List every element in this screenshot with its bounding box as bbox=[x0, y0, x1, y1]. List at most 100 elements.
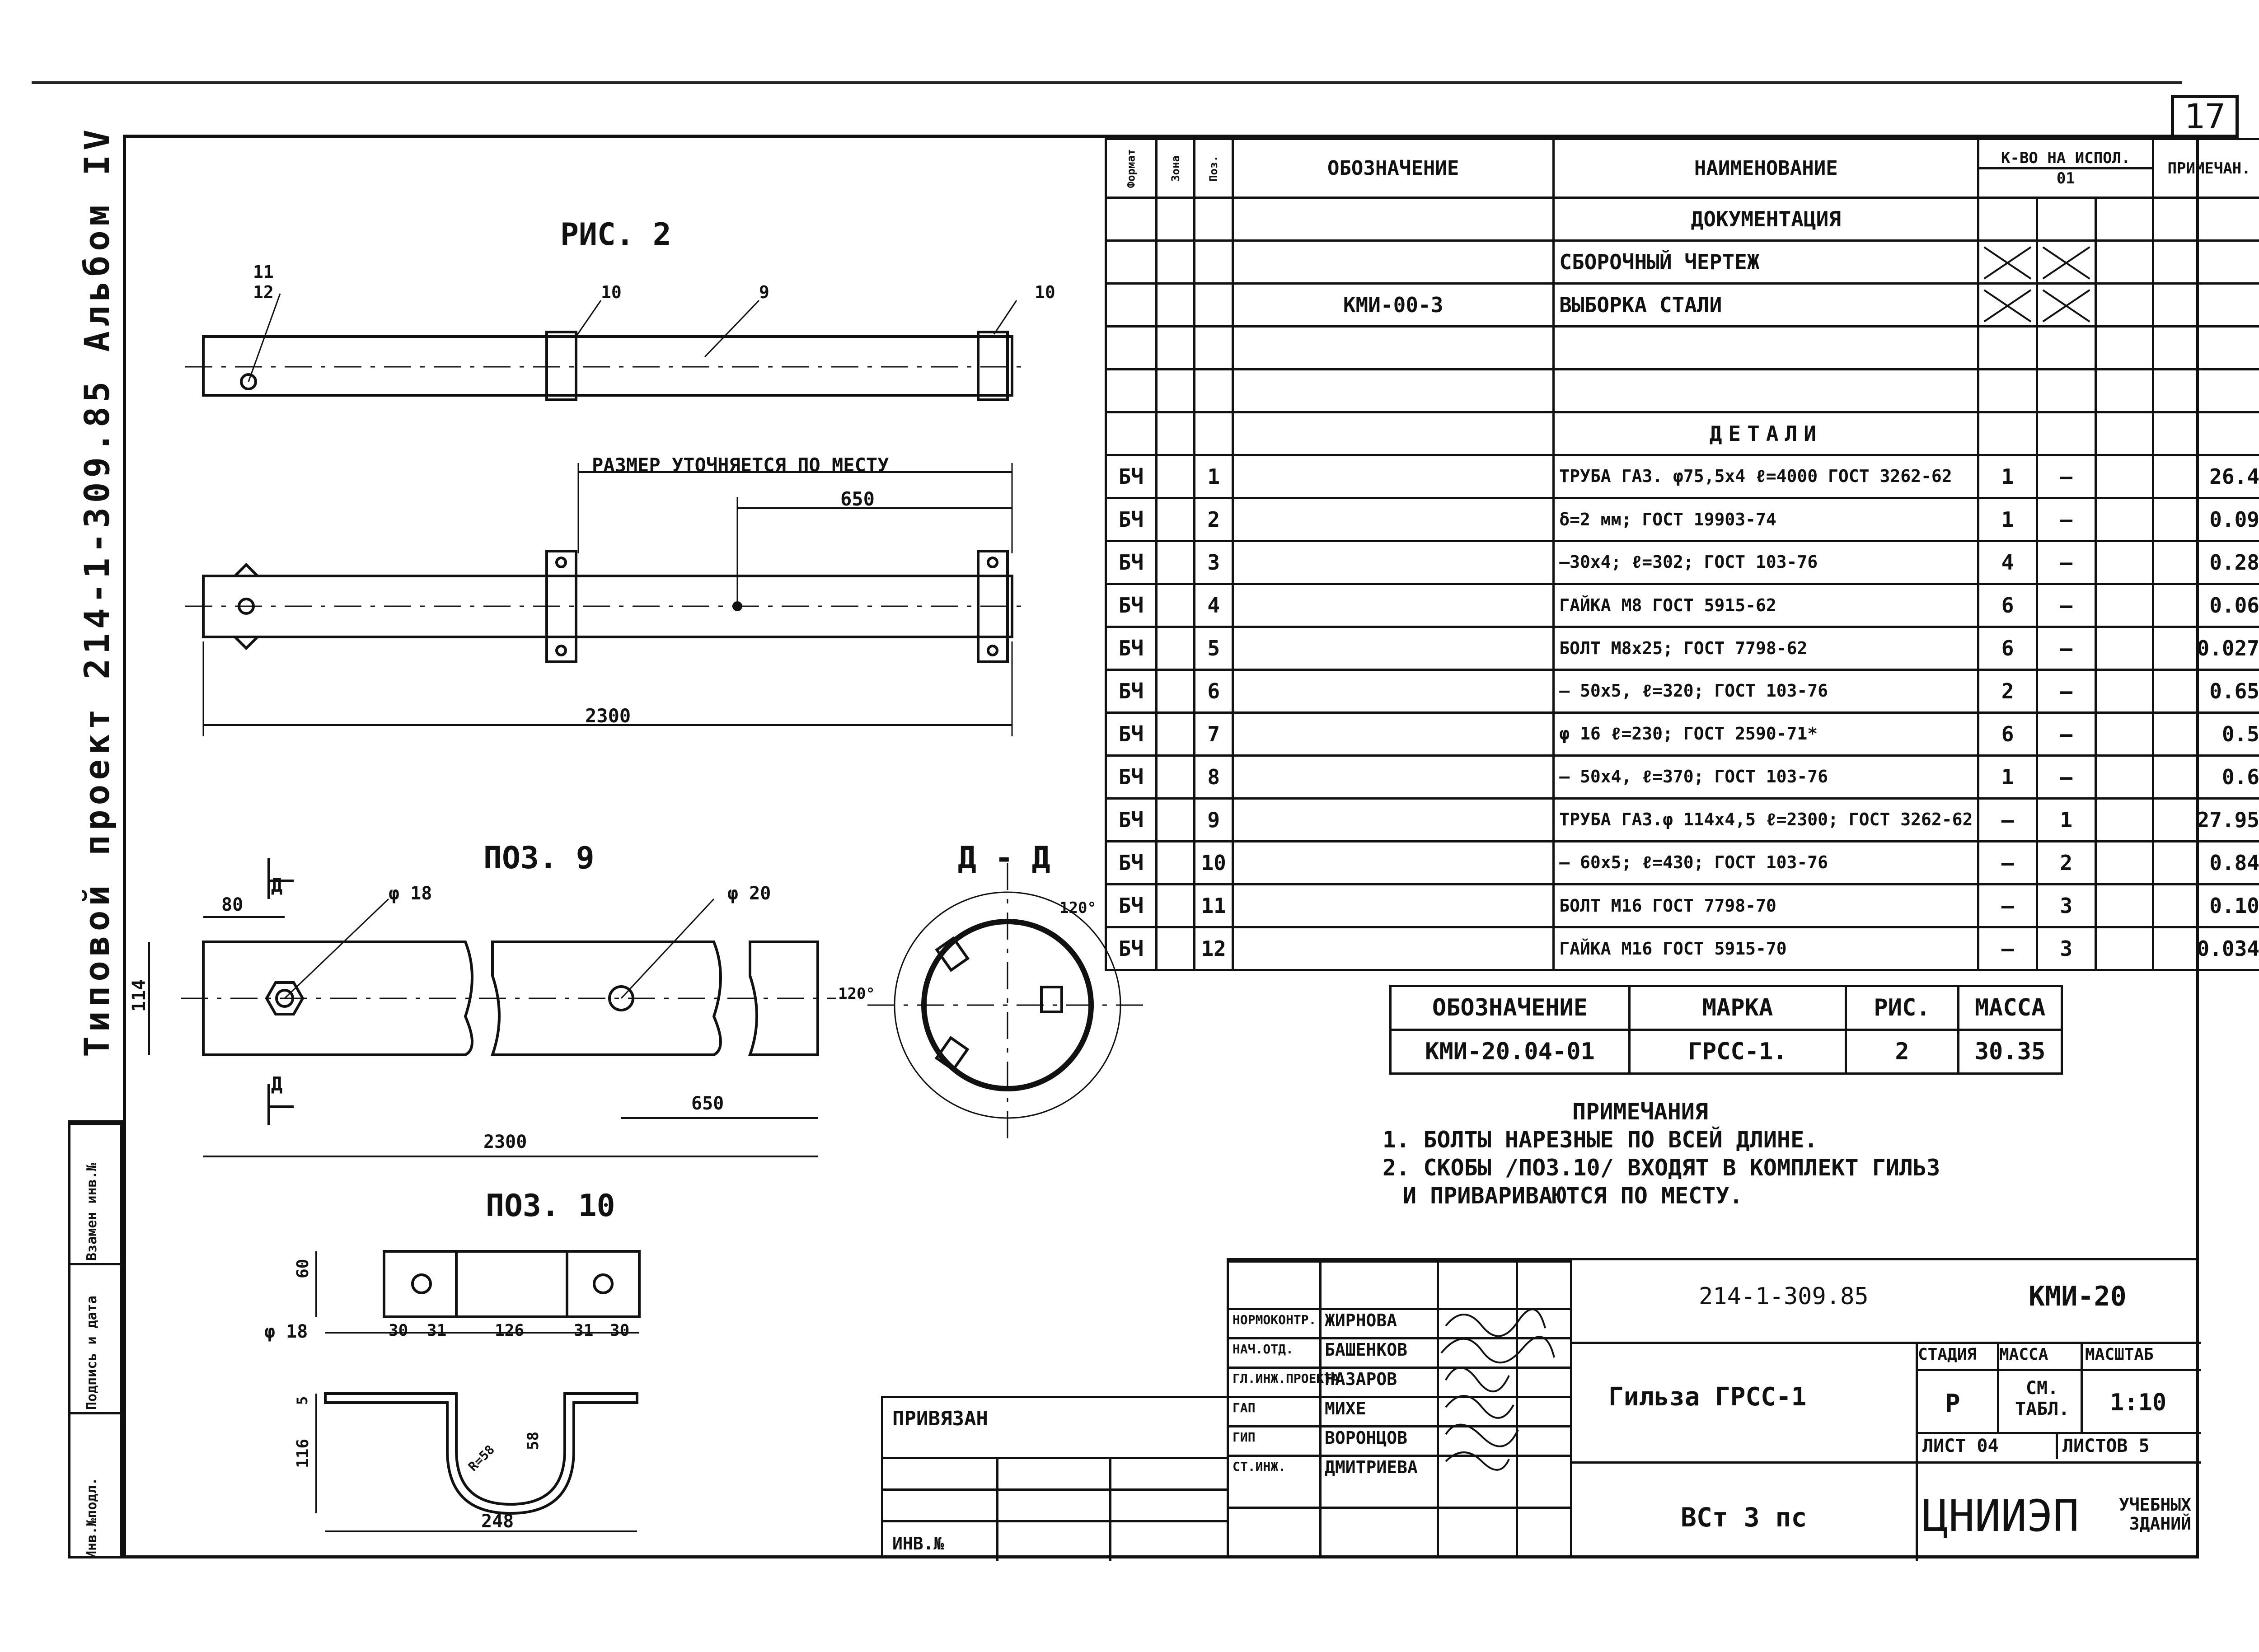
spec-cell-name: ГАЙКА М16 ГОСТ 5915-70 bbox=[1552, 926, 1980, 971]
person-name: ДМИТРИЕВА bbox=[1325, 1457, 1418, 1477]
spec-cell-q2: — bbox=[2035, 497, 2097, 542]
clamp-top-2 bbox=[977, 331, 1009, 401]
spec-cell-format: БЧ bbox=[1105, 669, 1158, 714]
spec-cell-name: БОЛТ М8х25; ГОСТ 7798-62 bbox=[1552, 626, 1980, 671]
spec-cell-designation bbox=[1231, 454, 1555, 499]
spec-cell-designation bbox=[1231, 754, 1555, 800]
role-label: ГЛ.ИНЖ.ПРОЕКТА bbox=[1233, 1371, 1340, 1386]
top-trim-line bbox=[32, 81, 2182, 84]
spec-cell-pos: 11 bbox=[1193, 883, 1234, 928]
spec-cell-q2: — bbox=[2035, 454, 2097, 499]
note-2: 2. СКОБЫ /ПОЗ.10/ ВХОДЯТ В КОМПЛЕКТ ГИЛЬ… bbox=[1383, 1155, 1940, 1181]
spec-cell-q3 bbox=[2094, 497, 2155, 542]
dim-60: 60 bbox=[294, 1259, 312, 1278]
spec-cell-note: 0.027 bbox=[2152, 626, 2259, 671]
role-label: СТ.ИНЖ. bbox=[1233, 1459, 1286, 1474]
role-label: НОРМОКОНТР. bbox=[1233, 1312, 1317, 1327]
spec-cell-q2: — bbox=[2035, 754, 2097, 800]
mass-header-row: ОБОЗНАЧЕНИЕ МАРКА РИС. МАССА bbox=[1389, 985, 2063, 1031]
sheet-number: 17 bbox=[2171, 95, 2239, 138]
section-mark-top: Д bbox=[271, 874, 283, 896]
spec-cell-format: БЧ bbox=[1105, 840, 1158, 885]
spec-cell-format: БЧ bbox=[1105, 540, 1158, 585]
spec-cell-q2: 3 bbox=[2035, 883, 2097, 928]
spec-cell-q2: — bbox=[2035, 626, 2097, 671]
spec-cell-note: 0.28 bbox=[2152, 540, 2259, 585]
side-cell-3: Инв.№подл. bbox=[70, 1412, 120, 1561]
spec-cell-zone bbox=[1155, 669, 1196, 714]
col-format: Формат bbox=[1105, 138, 1158, 199]
dim-5: 5 bbox=[294, 1396, 311, 1405]
callout-9: 9 bbox=[759, 282, 769, 302]
x-cell bbox=[2035, 282, 2097, 328]
spec-cell-zone bbox=[1155, 497, 1196, 542]
spec-cell-q1: 6 bbox=[1977, 583, 2038, 628]
section-title: Д - Д bbox=[958, 840, 1050, 876]
spec-cell-q2: 1 bbox=[2035, 797, 2097, 842]
spec-cell-q3 bbox=[2094, 926, 2155, 971]
spec-cell-name: — 50х5, ℓ=320; ГОСТ 103-76 bbox=[1552, 669, 1980, 714]
doc-mark: КМИ-20 bbox=[2029, 1281, 2127, 1312]
dim-phi18-pos10: φ 18 bbox=[264, 1321, 308, 1342]
pos10-title: ПОЗ. 10 bbox=[486, 1188, 615, 1224]
spec-cell-q3 bbox=[2094, 754, 2155, 800]
org-name: ЦНИИЭП bbox=[1922, 1491, 2079, 1541]
col-zone: Зона bbox=[1155, 138, 1196, 199]
x-cell bbox=[1977, 239, 2038, 285]
role-label: ГАП bbox=[1233, 1400, 1256, 1415]
section-mark-bottom: Д bbox=[271, 1073, 283, 1095]
spec-cell-q1: 1 bbox=[1977, 454, 2038, 499]
spec-cell-name: δ=2 мм; ГОСТ 19903-74 bbox=[1552, 497, 1980, 542]
spec-cell-q2: 2 bbox=[2035, 840, 2097, 885]
mass-mark: ГРСС-1. bbox=[1628, 1029, 1847, 1075]
x-cell bbox=[1977, 282, 2038, 328]
angle-1: 120° bbox=[1059, 899, 1097, 917]
col-name: НАИМЕНОВАНИЕ bbox=[1552, 138, 1980, 199]
fig2-top-view bbox=[185, 293, 1026, 401]
spec-cell-zone bbox=[1155, 840, 1196, 885]
role-label: ГИП bbox=[1233, 1430, 1256, 1445]
pos9-title: ПОЗ. 9 bbox=[483, 840, 595, 876]
spec-cell-pos: 12 bbox=[1193, 926, 1234, 971]
spec-cell-q1: — bbox=[1977, 926, 2038, 971]
spec-cell-pos: 9 bbox=[1193, 797, 1234, 842]
spec-cell-q2: — bbox=[2035, 711, 2097, 757]
spec-cell-designation bbox=[1231, 711, 1555, 757]
section-docs: ДОКУМЕНТАЦИЯ bbox=[1552, 197, 1980, 242]
x-cell bbox=[2035, 239, 2097, 285]
spec-cell-q1: 2 bbox=[1977, 669, 2038, 714]
mass-h-fig: РИС. bbox=[1845, 985, 1959, 1031]
col-designation: ОБОЗНАЧЕНИЕ bbox=[1231, 138, 1555, 199]
note-3: И ПРИВАРИВАЮТСЯ ПО МЕСТУ. bbox=[1403, 1183, 1743, 1209]
spec-cell-name: ТРУБА ГАЗ. φ75,5х4 ℓ=4000 ГОСТ 3262-62 bbox=[1552, 454, 1980, 499]
dim-114: 114 bbox=[129, 979, 150, 1012]
spec-cell-name: ГАЙКА М8 ГОСТ 5915-62 bbox=[1552, 583, 1980, 628]
callout-10b: 10 bbox=[1035, 282, 1055, 302]
spec-cell-name: φ 16 ℓ=230; ГОСТ 2590-71* bbox=[1552, 711, 1980, 757]
dim-126: 126 bbox=[495, 1321, 525, 1340]
pos9-view bbox=[148, 858, 836, 1157]
side-cell-1: Взамен инв.№ bbox=[70, 1123, 120, 1263]
spec-cell-format: БЧ bbox=[1105, 583, 1158, 628]
material: ВСт 3 пс bbox=[1681, 1502, 1807, 1533]
spec-cell-note: 0.6 bbox=[2152, 754, 2259, 800]
doc-name-1: СБОРОЧНЫЙ ЧЕРТЕЖ bbox=[1552, 239, 1980, 285]
spec-cell-designation bbox=[1231, 883, 1555, 928]
spec-cell-q2: — bbox=[2035, 540, 2097, 585]
stage-value: Р bbox=[1945, 1389, 1960, 1418]
spec-cell-designation bbox=[1231, 626, 1555, 671]
spec-cell-note: 27.95 bbox=[2152, 797, 2259, 842]
spec-cell-q3 bbox=[2094, 711, 2155, 757]
spec-cell-zone bbox=[1155, 454, 1196, 499]
spec-cell-designation bbox=[1231, 926, 1555, 971]
spec-cell-zone bbox=[1155, 754, 1196, 800]
sheets-label: ЛИСТОВ 5 bbox=[2062, 1436, 2150, 1456]
spec-cell-q2: 3 bbox=[2035, 926, 2097, 971]
